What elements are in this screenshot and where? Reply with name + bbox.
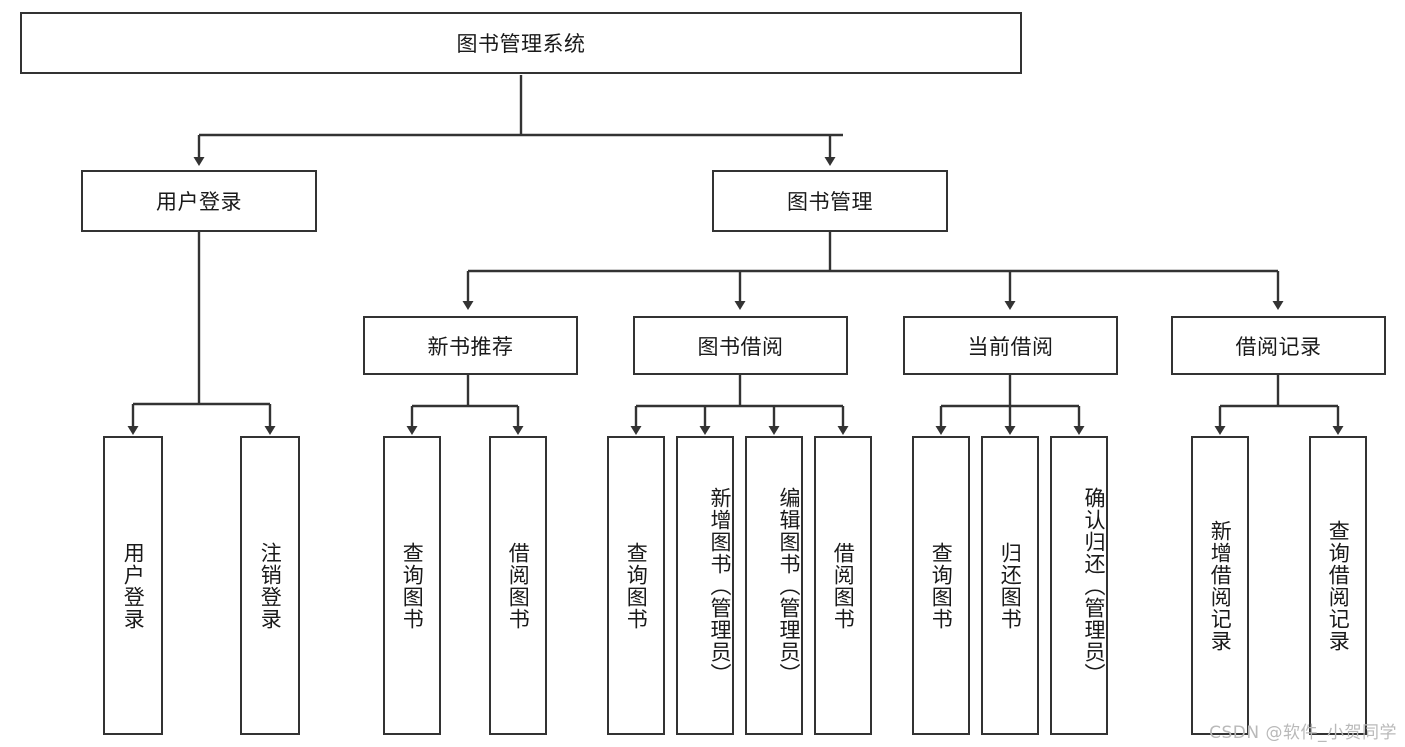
node-current-borrowing[interactable]: 当前借阅	[903, 316, 1118, 375]
node-leaf-user-login[interactable]: 用户登录	[103, 436, 163, 735]
node-borrowing-records[interactable]: 借阅记录	[1171, 316, 1386, 375]
node-label: 图书借阅	[697, 334, 784, 359]
csdn-watermark: CSDN @软件_小贺同学	[1209, 723, 1397, 743]
node-leaf-logout[interactable]: 注销登录	[240, 436, 300, 735]
node-label: 借阅图书	[831, 541, 856, 630]
node-label: 新增图书（管理员）	[708, 486, 732, 685]
node-leaf-query-borrowing-record[interactable]: 查询借阅记录	[1309, 436, 1367, 735]
node-new-book-recommendation[interactable]: 新书推荐	[363, 316, 578, 375]
node-leaf-add-book-admin[interactable]: 新增图书（管理员）	[676, 436, 734, 735]
node-label: 用户登录	[156, 190, 242, 214]
node-label: 图书管理系统	[456, 32, 586, 56]
node-leaf-query-books-recommendation[interactable]: 查询图书	[383, 436, 441, 735]
node-leaf-edit-book-admin[interactable]: 编辑图书（管理员）	[745, 436, 803, 735]
node-leaf-return-books[interactable]: 归还图书	[981, 436, 1039, 735]
node-label: 新增借阅记录	[1208, 519, 1233, 652]
node-leaf-borrow-books-borrowing[interactable]: 借阅图书	[814, 436, 872, 735]
node-label: 注销登录	[258, 541, 283, 630]
node-label: 确认归还（管理员）	[1082, 486, 1106, 685]
node-label: 编辑图书（管理员）	[777, 486, 801, 685]
node-leaf-borrow-books-recommendation[interactable]: 借阅图书	[489, 436, 547, 735]
node-label: 当前借阅	[967, 334, 1054, 359]
node-book-borrowing[interactable]: 图书借阅	[633, 316, 848, 375]
node-label: 归还图书	[998, 541, 1023, 630]
node-label: 用户登录	[121, 541, 146, 630]
node-label: 查询图书	[929, 541, 954, 630]
node-label: 查询图书	[624, 541, 649, 630]
node-label: 借阅图书	[506, 541, 531, 630]
node-label: 查询借阅记录	[1326, 519, 1351, 652]
node-label: 借阅记录	[1235, 334, 1322, 359]
node-leaf-query-books-borrowing[interactable]: 查询图书	[607, 436, 665, 735]
node-leaf-query-books-current[interactable]: 查询图书	[912, 436, 970, 735]
node-root-book-management-system[interactable]: 图书管理系统	[20, 12, 1022, 74]
node-label: 新书推荐	[427, 334, 514, 359]
node-leaf-confirm-return-admin[interactable]: 确认归还（管理员）	[1050, 436, 1108, 735]
node-leaf-add-borrowing-record[interactable]: 新增借阅记录	[1191, 436, 1249, 735]
node-user-login[interactable]: 用户登录	[81, 170, 317, 232]
node-book-management[interactable]: 图书管理	[712, 170, 948, 232]
node-label: 图书管理	[787, 190, 873, 214]
node-label: 查询图书	[400, 541, 425, 630]
